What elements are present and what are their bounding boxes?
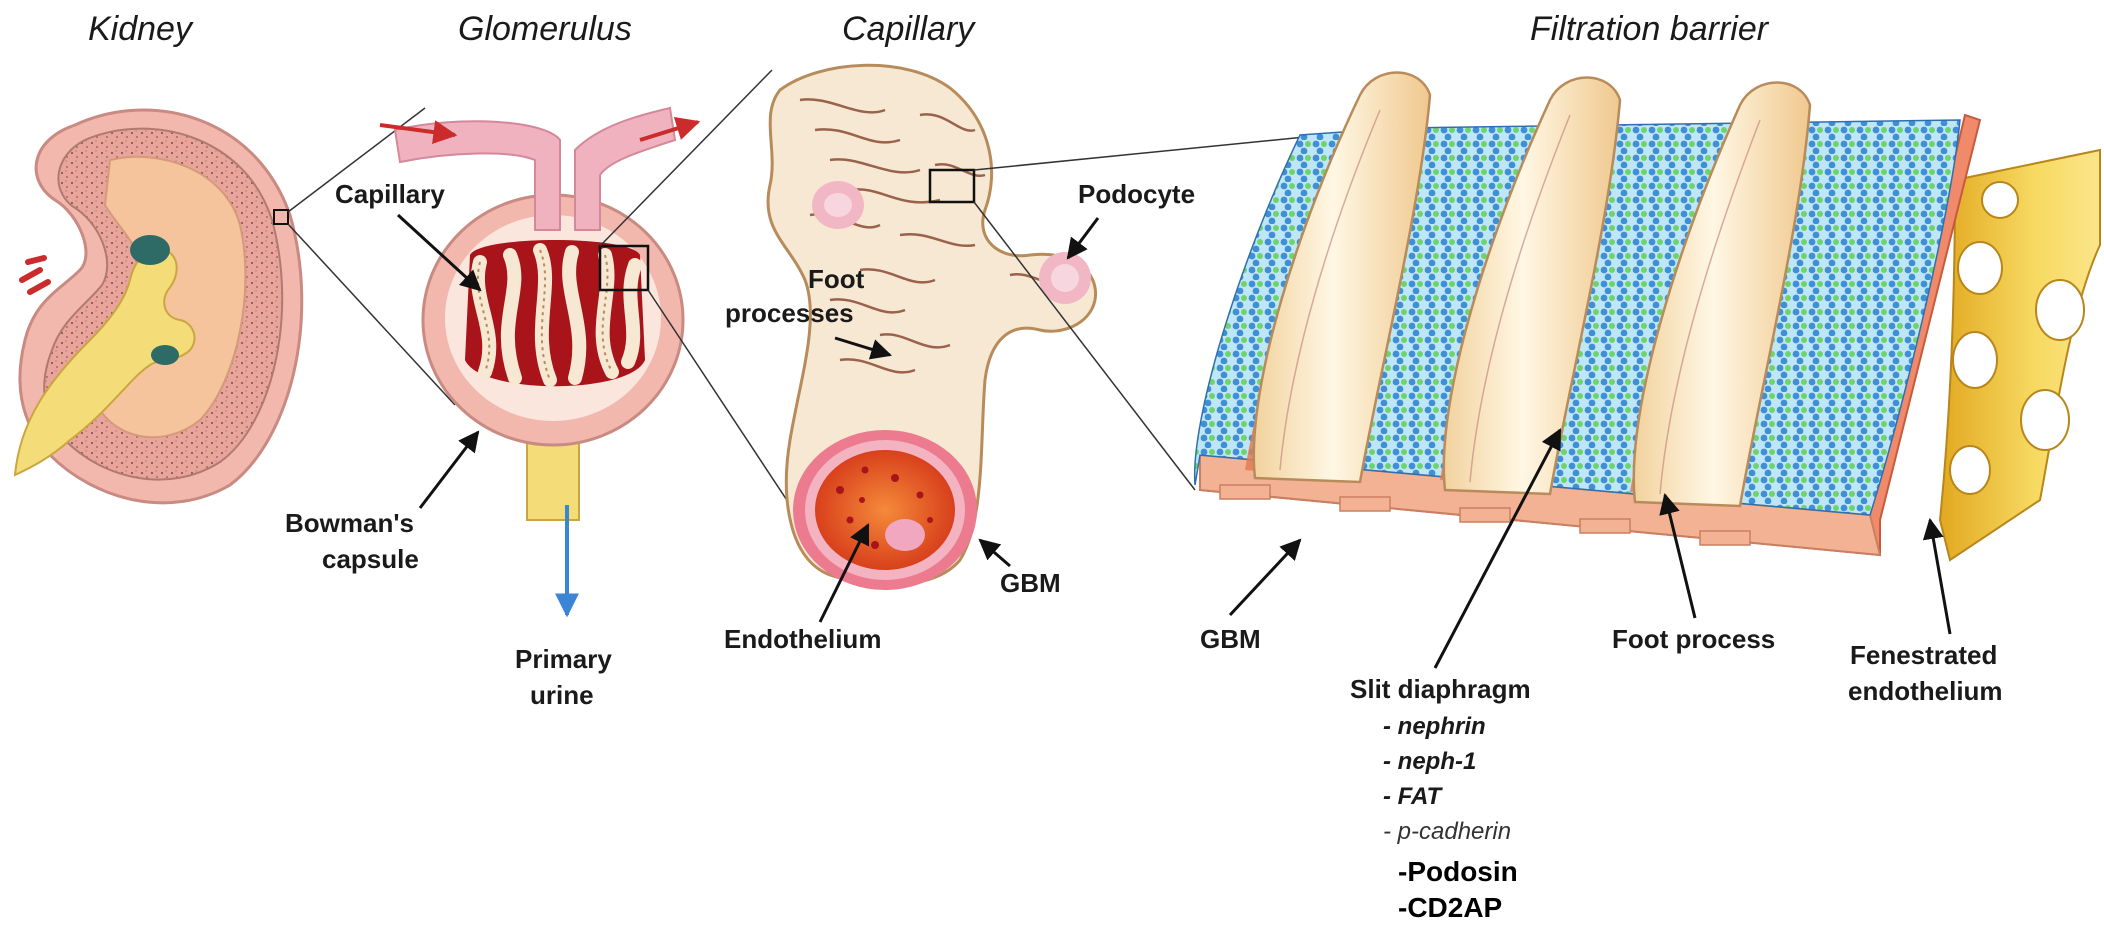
label-foot-process: Foot process [1612,624,1775,654]
extra-protein-podosin: -Podosin [1398,856,1518,887]
arrow-gbm-barrier [1230,540,1300,615]
label-foot-processes-1: Foot [808,264,865,294]
kidney-illustration [15,110,302,503]
label-bowmans-2: capsule [322,544,419,574]
label-foot-processes-2: processes [725,298,854,328]
extra-protein-cd2ap: -CD2AP [1398,892,1502,923]
panel-title-capillary: Capillary [842,10,976,48]
panel-title-glomerulus: Glomerulus [458,10,632,48]
label-slit-diaphragm: Slit diaphragm [1350,674,1531,704]
slit-protein-fat: - FAT [1383,783,1444,810]
arrow-podocyte [1068,218,1098,258]
panel-title-kidney: Kidney [88,10,194,48]
arrow-gbm-capillary [980,540,1010,566]
label-fenestrated-2: endothelium [1848,676,2003,706]
label-endothelium: Endothelium [724,624,881,654]
label-gbm-capillary: GBM [1000,568,1061,598]
label-primary-1: Primary [515,644,612,674]
glomerulus-illustration [395,108,683,520]
arrow-bowmans [420,432,478,508]
label-gbm-barrier: GBM [1200,624,1261,654]
zoom-line-cap-bottom [974,202,1195,490]
filtration-barrier-illustration [1195,73,2100,561]
label-capillary-glom: Capillary [335,179,445,209]
label-fenestrated-1: Fenestrated [1850,640,1997,670]
slit-protein-nephrin: - nephrin [1383,713,1486,740]
label-podocyte: Podocyte [1078,179,1195,209]
panel-title-filtration-barrier: Filtration barrier [1530,10,1770,48]
label-primary-2: urine [530,680,594,710]
label-bowmans-1: Bowman's [285,508,414,538]
slit-protein-neph1: - neph-1 [1383,748,1476,775]
slit-protein-p-cadherin: - p-cadherin [1383,818,1511,845]
